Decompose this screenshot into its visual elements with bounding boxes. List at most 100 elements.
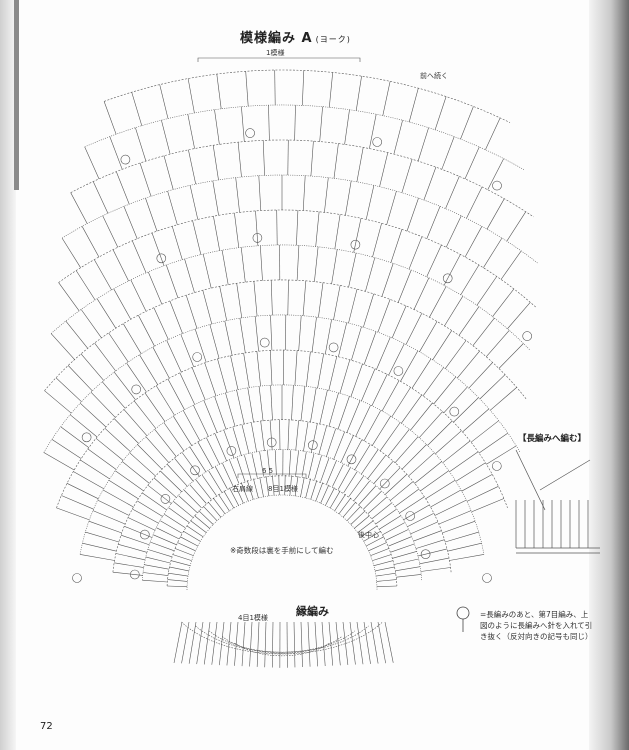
stitch-post (193, 404, 209, 437)
edge-post (349, 621, 356, 665)
stitch-post (376, 337, 391, 370)
stitch-post (131, 92, 143, 126)
stitch-post (195, 479, 212, 500)
stitch-post (365, 185, 375, 220)
stitch-post (291, 385, 294, 421)
stitch-post (80, 459, 110, 480)
stitch-post (445, 531, 479, 543)
stitch-post (351, 326, 362, 361)
stitch-post (302, 280, 307, 316)
stitch-post (372, 223, 382, 258)
stitch-post (189, 185, 199, 220)
technique-inset (515, 449, 600, 554)
stitch-post (346, 505, 361, 521)
stitch-post (361, 368, 376, 402)
stitch-post (246, 480, 254, 500)
edge-post (173, 621, 183, 664)
stitch-post (326, 460, 337, 485)
stitch-post (423, 166, 437, 201)
stitch-post (354, 444, 371, 471)
stitch-post (379, 422, 401, 452)
stitch-post (360, 525, 378, 538)
stitch-post (159, 84, 169, 119)
stitch-post (445, 176, 460, 209)
stitch-post (168, 507, 190, 523)
stitch-post (366, 536, 385, 547)
stitch-post (183, 530, 201, 542)
stitch-post (95, 438, 124, 461)
stitch-post (167, 464, 188, 487)
stitch-post (260, 245, 263, 281)
stitch-post (461, 474, 493, 492)
stitch-post (308, 453, 315, 479)
stitch-post (464, 226, 483, 258)
stitch-post (375, 572, 396, 577)
stitch-post (92, 510, 126, 525)
stitch-row (58, 209, 537, 308)
stitch-post (315, 482, 324, 502)
picot-loop (522, 331, 533, 341)
stitch-post (189, 446, 207, 473)
stitch-post (212, 497, 226, 515)
stitch-post (139, 162, 152, 197)
stitch-post (151, 232, 165, 266)
pattern-a-title-text: 模様編み A (240, 31, 313, 46)
legend-line-2: 図のように長編みへ針を入れて引 (480, 621, 593, 630)
stitch-post (443, 386, 468, 414)
stitch-post (371, 416, 391, 446)
stitch-post (358, 485, 376, 505)
stitch-post (390, 229, 403, 263)
stitch-post (113, 288, 132, 320)
stitch-post (187, 114, 195, 149)
stitch-post (479, 374, 506, 400)
picot-loop (350, 239, 361, 250)
stitch-post (381, 263, 394, 297)
stitch-post (350, 363, 363, 398)
stitch-post (185, 295, 198, 329)
stitch-post (218, 494, 230, 512)
stitch-post (169, 300, 183, 334)
stitch-post (444, 340, 467, 369)
yoke-chart (43, 57, 538, 591)
stitch-post (142, 492, 168, 511)
edge-repeat-label: 4目1模様 (238, 614, 268, 622)
stitch-post (85, 531, 119, 543)
stitch-post (388, 536, 412, 547)
stitch-post (365, 257, 376, 292)
stitch-post (236, 390, 245, 425)
stitch-post (270, 385, 273, 421)
edge-post (264, 621, 267, 668)
stitch-post (420, 567, 451, 572)
stitch-post (124, 526, 153, 538)
stitch-post (379, 515, 401, 530)
stitch-post (306, 351, 311, 387)
stitch-post (229, 487, 239, 506)
stitch-post (203, 505, 218, 521)
stitch-post (325, 319, 332, 354)
stitch-post (184, 258, 195, 293)
stitch-post (338, 322, 347, 357)
stitch-post (401, 444, 427, 470)
stitch-post (214, 433, 228, 462)
stitch-post (317, 353, 324, 389)
book-gutter (589, 0, 629, 750)
edge-post (300, 621, 303, 668)
stitch-post (311, 317, 317, 352)
stitch-post (178, 495, 198, 513)
stitch-post (466, 186, 483, 219)
stitch-post (371, 374, 388, 406)
stitch-post (390, 543, 415, 553)
stitch-post (314, 455, 322, 480)
page-number: 72 (40, 721, 53, 732)
picot-loop (482, 573, 492, 583)
stitch-post (180, 334, 194, 368)
stitch-post (355, 404, 371, 437)
stitch-post (331, 249, 338, 285)
stitch-post (256, 351, 261, 387)
stitch-post (88, 520, 123, 534)
legend-line-3: き抜く（反対向きの記号も同じ） (480, 632, 593, 641)
stitch-post (363, 491, 382, 510)
stitch-post (171, 226, 183, 260)
stitch-post (126, 362, 147, 393)
stitch-post (73, 471, 104, 489)
